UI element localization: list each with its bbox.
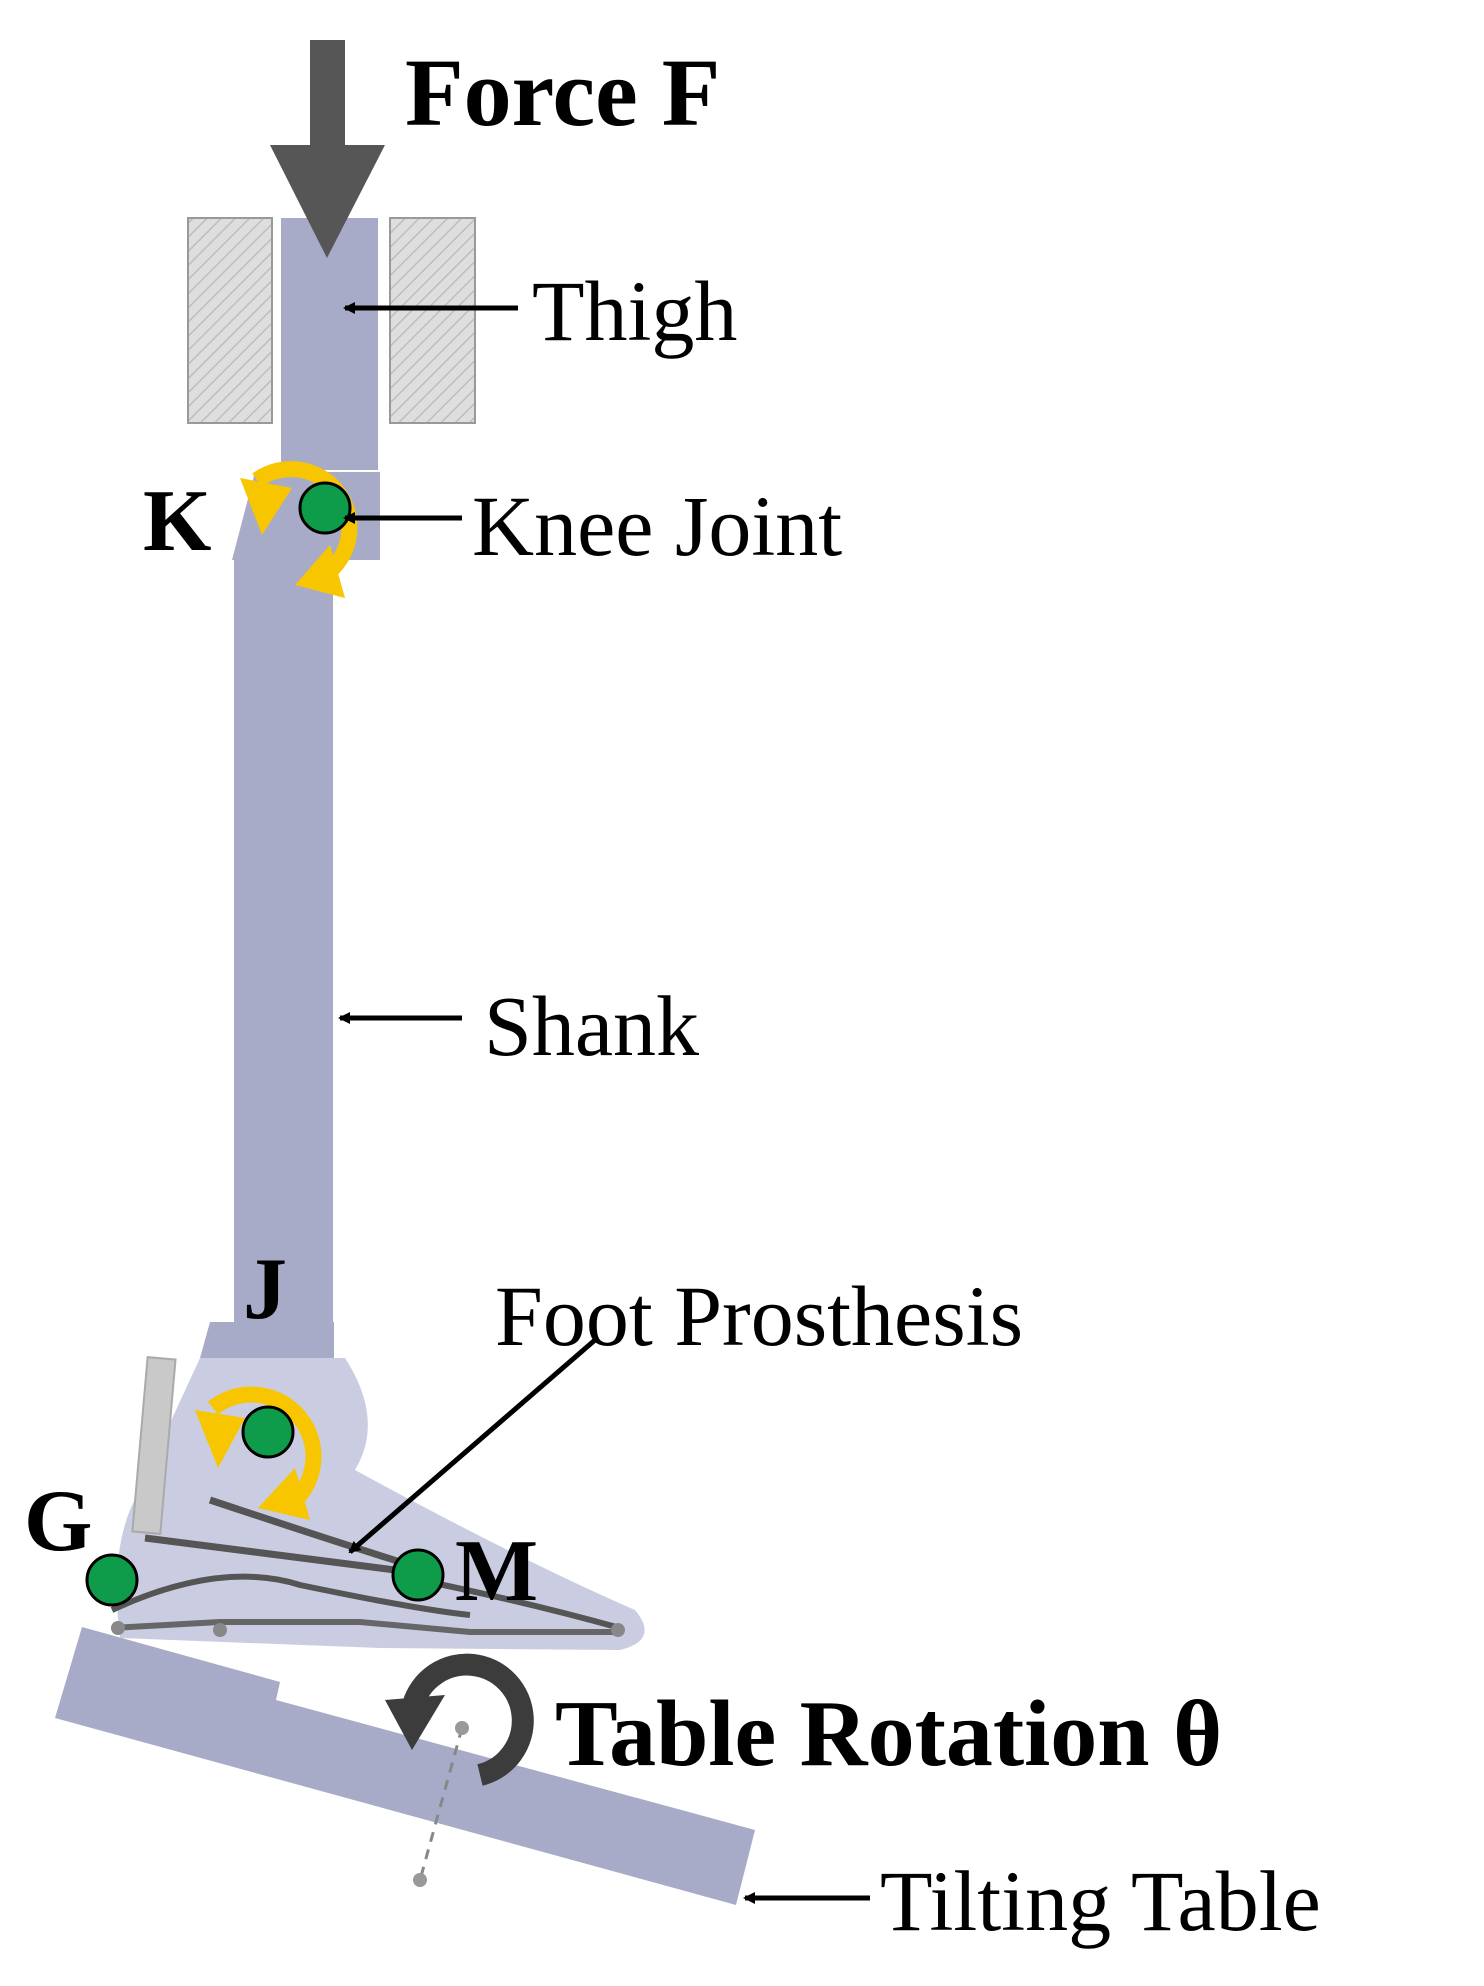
ankle-adaptor (200, 1322, 334, 1358)
thigh-segment (281, 218, 378, 470)
foot-prosthesis-leader-arrow (348, 1338, 597, 1554)
knee-letter-label: K (143, 473, 211, 570)
foot-prosthesis-label: Foot Prosthesis (495, 1268, 1023, 1364)
ankle-rotation-arrow-icon (195, 1386, 322, 1520)
table-rotation-label: Table Rotation θ (555, 1682, 1222, 1786)
table-rotation-arrow-icon (385, 1653, 534, 1786)
tilting-table (55, 1627, 755, 1905)
tilting-table-label: Tilting Table (880, 1853, 1321, 1949)
toe-letter-label: M (455, 1523, 538, 1620)
toe-joint-marker (391, 1548, 445, 1602)
force-arrow-icon (270, 40, 385, 258)
ankle-letter-label: J (243, 1241, 287, 1338)
knee-joint-marker (298, 481, 352, 535)
ankle-joint-marker (241, 1405, 295, 1459)
thigh-clamp-left (187, 217, 273, 424)
shank-label: Shank (484, 978, 699, 1074)
thigh-label: Thigh (532, 263, 737, 359)
thigh-clamp-right (389, 217, 476, 424)
foot-prosthesis (110, 1356, 645, 1650)
heel-letter-label: G (24, 1473, 92, 1570)
shank-segment (234, 555, 333, 1352)
force-label: Force F (405, 39, 720, 146)
heel-joint-marker (85, 1553, 139, 1607)
knee-joint-label: Knee Joint (472, 478, 842, 574)
